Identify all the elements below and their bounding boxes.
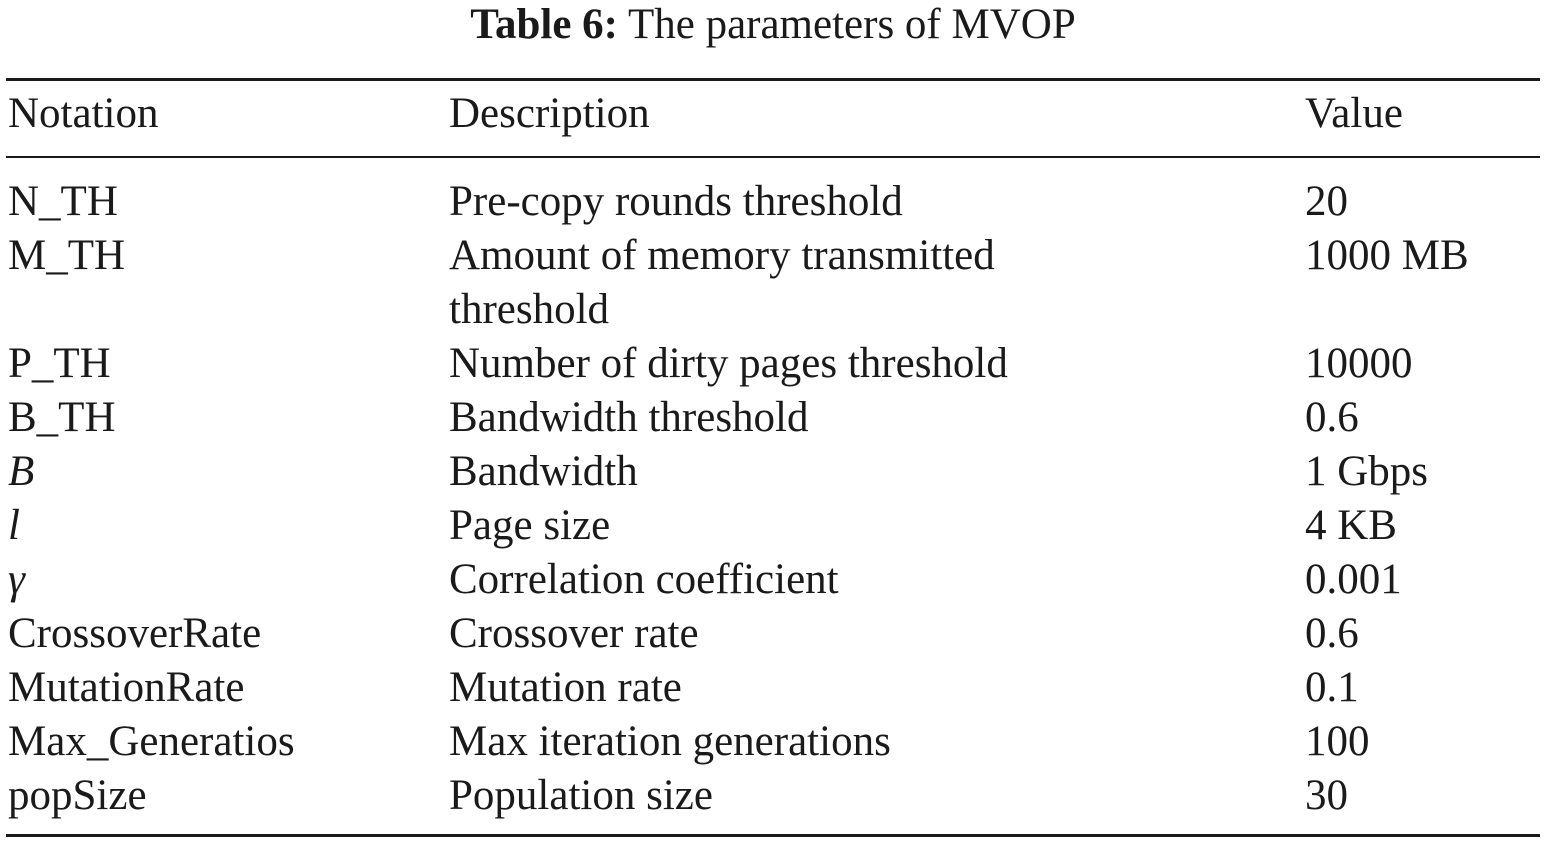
cell-description: Page size [449,502,611,549]
cell-description: Amount of memory transmitted [449,232,995,279]
cell-notation: l [8,502,20,549]
cell-notation: MutationRate [8,664,245,711]
header-notation: Notation [8,90,159,137]
cell-notation: B_TH [8,394,116,441]
cell-notation: N_TH [8,178,118,225]
cell-notation: B [8,448,35,495]
cell-description: Pre-copy rounds threshold [449,178,903,225]
cell-value: 0.6 [1305,394,1359,441]
cell-value: 4 KB [1305,502,1397,549]
cell-value: 10000 [1305,340,1413,387]
cell-description: Mutation rate [449,664,682,711]
cell-description: Crossover rate [449,610,699,657]
cell-notation: Max_Generatios [8,718,295,765]
table-bottom-rule [6,834,1540,837]
table-top-rule [6,78,1540,81]
cell-description: Number of dirty pages threshold [449,340,1008,387]
cell-notation: CrossoverRate [8,610,262,657]
table-caption: Table 6: The parameters of MVOP [0,0,1546,50]
cell-notation: popSize [8,772,147,819]
header-description: Description [449,90,650,137]
cell-value: 30 [1305,772,1348,819]
cell-value: 0.6 [1305,610,1359,657]
caption-label: Table 6: [470,1,618,48]
cell-description: Bandwidth [449,448,638,495]
cell-notation: γ [8,556,25,603]
cell-notation: P_TH [8,340,111,387]
cell-value: 20 [1305,178,1348,225]
cell-description: Max iteration generations [449,718,891,765]
cell-notation: M_TH [8,232,126,279]
cell-value: 0.1 [1305,664,1359,711]
cell-description: Correlation coefficient [449,556,839,603]
cell-description-continued: threshold [449,286,610,333]
cell-value: 0.001 [1305,556,1402,603]
cell-description: Population size [449,772,713,819]
cell-value: 100 [1305,718,1370,765]
table-header-rule [6,156,1540,158]
caption-text: The parameters of MVOP [627,1,1076,48]
cell-description: Bandwidth threshold [449,394,809,441]
cell-value: 1000 MB [1305,232,1469,279]
cell-value: 1 Gbps [1305,448,1429,495]
header-value: Value [1305,90,1403,137]
